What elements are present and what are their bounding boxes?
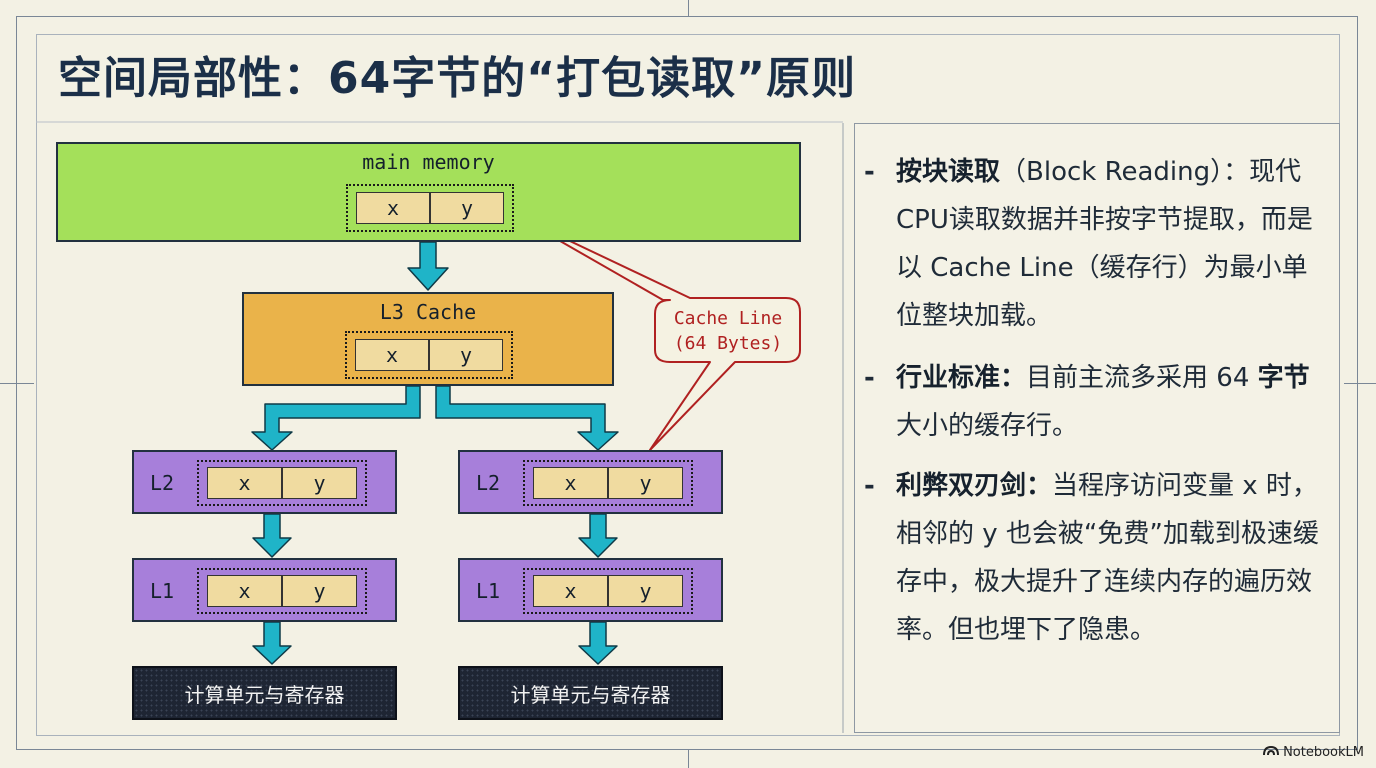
slide-title: 空间局部性：64字节的“打包读取”原则	[58, 53, 857, 104]
cell-y: y	[608, 575, 683, 607]
cell-y: y	[430, 192, 504, 224]
bullet-heading: 利弊双刃剑：	[896, 471, 1053, 501]
bullet-heading: 按块读取	[896, 157, 1001, 187]
left-l1-box: L1 x y	[132, 558, 397, 622]
right-l1-box: L1 x y	[458, 558, 723, 622]
left-l2-label: L2	[150, 471, 175, 495]
arrow-left-l2-to-l1	[252, 513, 292, 558]
bullet-text: 行业标准：目前主流多采用 64 字节 大小的缓存行。	[896, 354, 1324, 450]
cell-x: x	[207, 467, 282, 499]
l3-cache-box: L3 Cache x y	[242, 292, 614, 386]
bullet-dash: -	[864, 471, 875, 501]
cell-y: y	[282, 575, 357, 607]
arrow-right-l2-to-l1	[578, 513, 618, 558]
bullet-industry-standard: - 行业标准：目前主流多采用 64 字节 大小的缓存行。	[864, 354, 1324, 450]
arrow-left-l1-to-cpu	[252, 621, 292, 665]
bullet-dash: -	[864, 157, 875, 187]
bullet-body: （Block Reading）：现代CPU读取数据并非按字节提取，而是以 Cac…	[896, 157, 1313, 331]
left-l1-label: L1	[150, 579, 175, 603]
left-l2-box: L2 x y	[132, 450, 397, 514]
cell-x: x	[533, 575, 608, 607]
arrow-right-l1-to-cpu	[578, 621, 618, 665]
arrow-l3-to-right-l2	[435, 385, 619, 451]
callout-line2: (64 Bytes)	[674, 333, 782, 354]
bullet-body: 目前主流多采用 64	[1026, 363, 1258, 393]
cell-x: x	[355, 339, 429, 371]
cell-x: x	[207, 575, 282, 607]
bullet-heading: 行业标准：	[896, 363, 1027, 393]
cache-line-group	[523, 568, 693, 614]
cell-x: x	[356, 192, 430, 224]
left-cpu-box: 计算单元与寄存器	[132, 666, 397, 720]
bullet-block-reading: - 按块读取（Block Reading）：现代CPU读取数据并非按字节提取，而…	[864, 148, 1324, 338]
tick-mark-top	[688, 0, 689, 16]
cache-line-group	[197, 568, 367, 614]
bullet-dash: -	[864, 363, 875, 393]
tick-mark-bottom	[688, 750, 689, 768]
watermark-text: NotebookLM	[1283, 744, 1364, 760]
cell-x: x	[533, 467, 608, 499]
right-cpu-label: 计算单元与寄存器	[510, 682, 671, 707]
bullet-text: 利弊双刃剑：当程序访问变量 x 时，相邻的 y 也会被“免费”加载到极速缓存中，…	[896, 462, 1324, 654]
notebooklm-watermark: NotebookLM	[1263, 744, 1364, 760]
explanation-panel	[854, 123, 1340, 733]
notebooklm-logo-icon	[1263, 744, 1280, 760]
right-l2-box: L2 x y	[458, 450, 723, 514]
bullet-body-end: 大小的缓存行。	[896, 411, 1079, 441]
left-cpu-label: 计算单元与寄存器	[184, 682, 345, 707]
main-memory-box: main memory x y	[56, 142, 801, 242]
tick-mark-right	[1344, 383, 1376, 384]
arrow-memory-to-l3	[407, 241, 449, 291]
cell-y: y	[608, 467, 683, 499]
cache-line-group	[523, 460, 693, 506]
cache-line-group	[197, 460, 367, 506]
right-l1-label: L1	[476, 579, 501, 603]
cache-line-group	[345, 331, 513, 379]
bullet-emphasis: 字节	[1257, 363, 1310, 393]
right-l2-label: L2	[476, 471, 501, 495]
l3-label: L3 Cache	[379, 300, 477, 324]
tick-mark-left	[0, 383, 34, 384]
bullet-text: 按块读取（Block Reading）：现代CPU读取数据并非按字节提取，而是以…	[896, 148, 1324, 340]
right-cpu-box: 计算单元与寄存器	[458, 666, 723, 720]
arrow-l3-to-left-l2	[251, 385, 421, 451]
bullet-body: 当程序访问变量 x 时，相邻的 y 也会被“免费”加载到极速缓存中，极大提升了连…	[896, 471, 1319, 645]
cell-y: y	[429, 339, 503, 371]
cache-line-group	[346, 184, 514, 232]
callout-line1: Cache Line	[674, 308, 782, 329]
cell-y: y	[282, 467, 357, 499]
main-memory-label: main memory	[362, 150, 495, 174]
bullet-double-edged: - 利弊双刃剑：当程序访问变量 x 时，相邻的 y 也会被“免费”加载到极速缓存…	[864, 462, 1324, 702]
